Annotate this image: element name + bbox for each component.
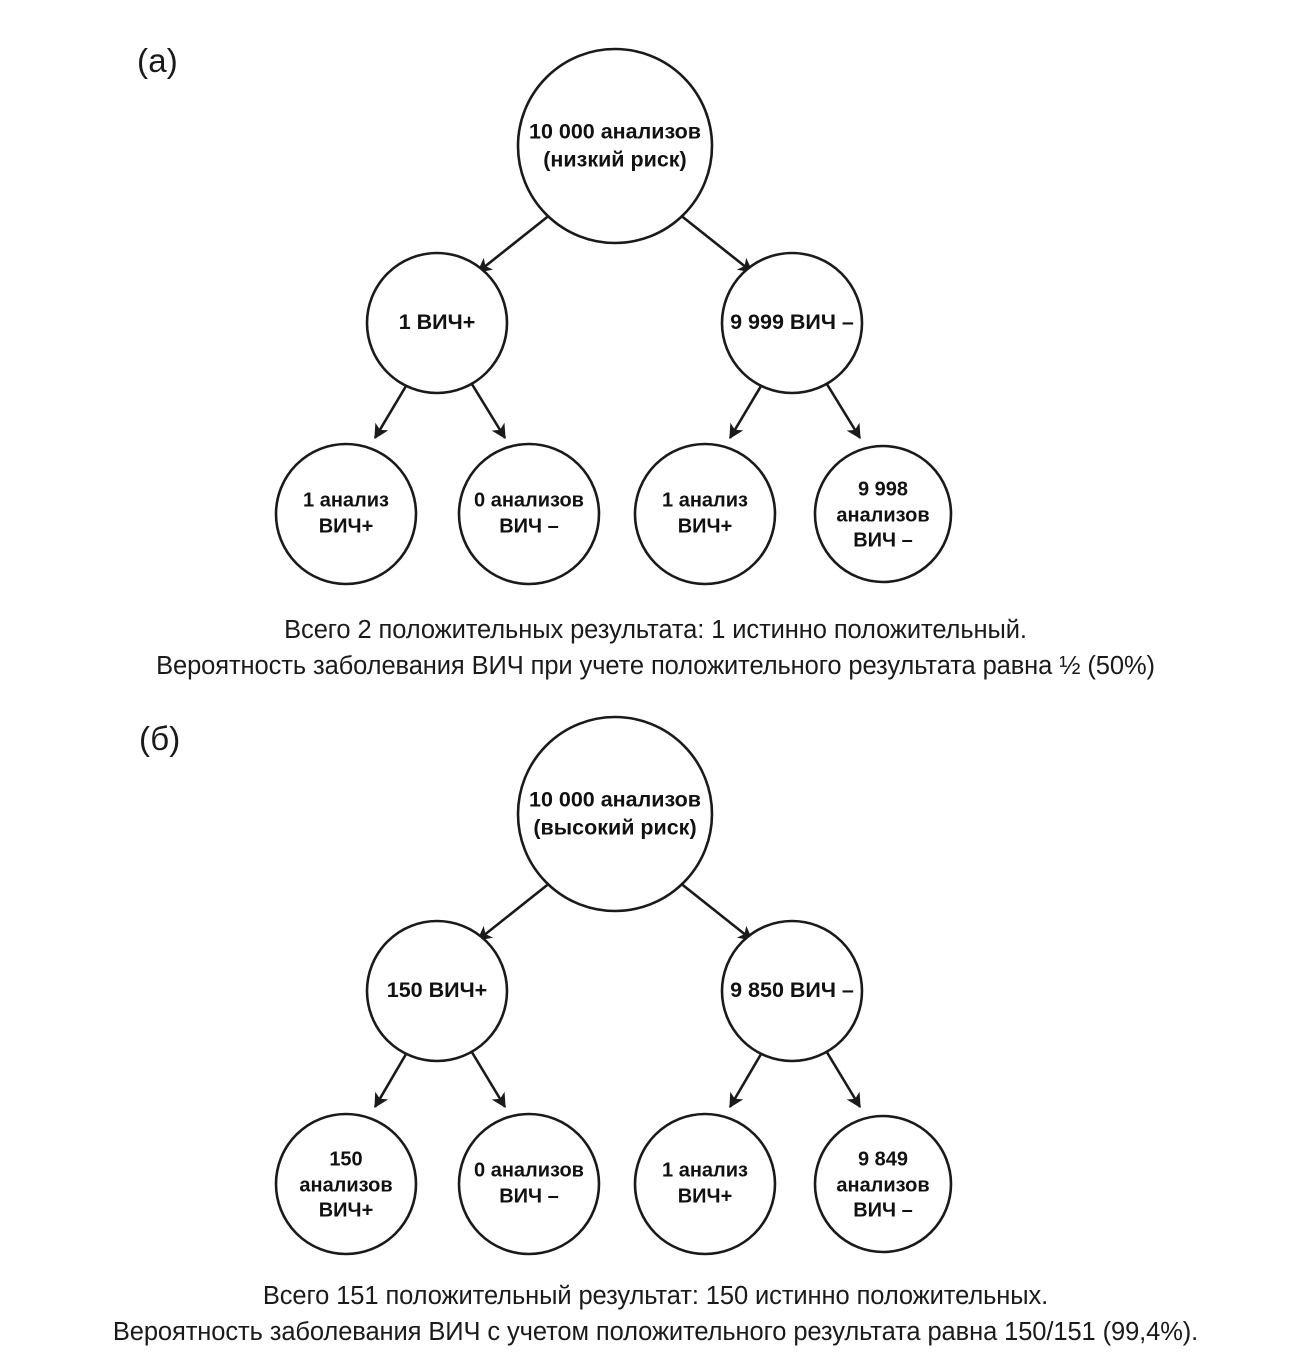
node-hiv-negative-a [720, 251, 864, 395]
panel-b-caption-line-2: Вероятность заболевания ВИЧ с учетом пол… [112, 1318, 1199, 1347]
node-hiv-negative-b [720, 919, 864, 1063]
edge-positive-to-leaf1-a [373, 380, 411, 440]
panel-a-caption: Всего 2 положительных результата: 1 исти… [0, 612, 1311, 684]
node-leaf-2-b [457, 1112, 601, 1256]
edge-positive-to-leaf1-b [373, 1048, 411, 1109]
node-leaf-4-a [813, 444, 953, 584]
panel-b-edges [373, 880, 862, 1109]
node-leaf-3-a [633, 442, 777, 586]
node-leaf-3-b [633, 1112, 777, 1256]
panel-b-caption: Всего 151 положительный результат: 150 и… [0, 1278, 1311, 1350]
panel-a-label: (a) [137, 42, 178, 79]
panel-a-nodes [274, 47, 953, 586]
panel-a-edges [373, 212, 862, 440]
edge-negative-to-leaf3-a [728, 380, 766, 440]
edge-positive-to-leaf2-a [468, 380, 507, 440]
node-leaf-1-b [274, 1112, 418, 1256]
edge-root-to-negative-b [678, 880, 753, 942]
node-leaf-4-b [813, 1114, 953, 1254]
edge-root-to-positive-a [477, 212, 552, 274]
panel-b-caption-line-1: Всего 151 положительный результат: 150 и… [262, 1282, 1049, 1310]
panel-a-caption-line-2: Вероятность заболевания ВИЧ при учете по… [156, 652, 1155, 681]
edge-positive-to-leaf2-b [468, 1048, 507, 1109]
node-hiv-positive-b [365, 919, 509, 1063]
node-root-a [516, 47, 714, 245]
edge-negative-to-leaf4-a [823, 380, 862, 440]
node-root-b [516, 715, 714, 913]
node-hiv-positive-a [365, 251, 509, 395]
edge-negative-to-leaf4-b [823, 1048, 862, 1109]
panel-b-nodes [274, 715, 953, 1256]
edge-root-to-negative-a [678, 212, 753, 274]
panel-b-label: (б) [139, 720, 181, 757]
node-leaf-1-a [274, 442, 418, 586]
panel-a-caption-line-1: Всего 2 положительных результата: 1 исти… [284, 616, 1027, 644]
edge-root-to-positive-b [477, 880, 552, 942]
node-leaf-2-a [457, 442, 601, 586]
edge-negative-to-leaf3-b [728, 1048, 766, 1109]
